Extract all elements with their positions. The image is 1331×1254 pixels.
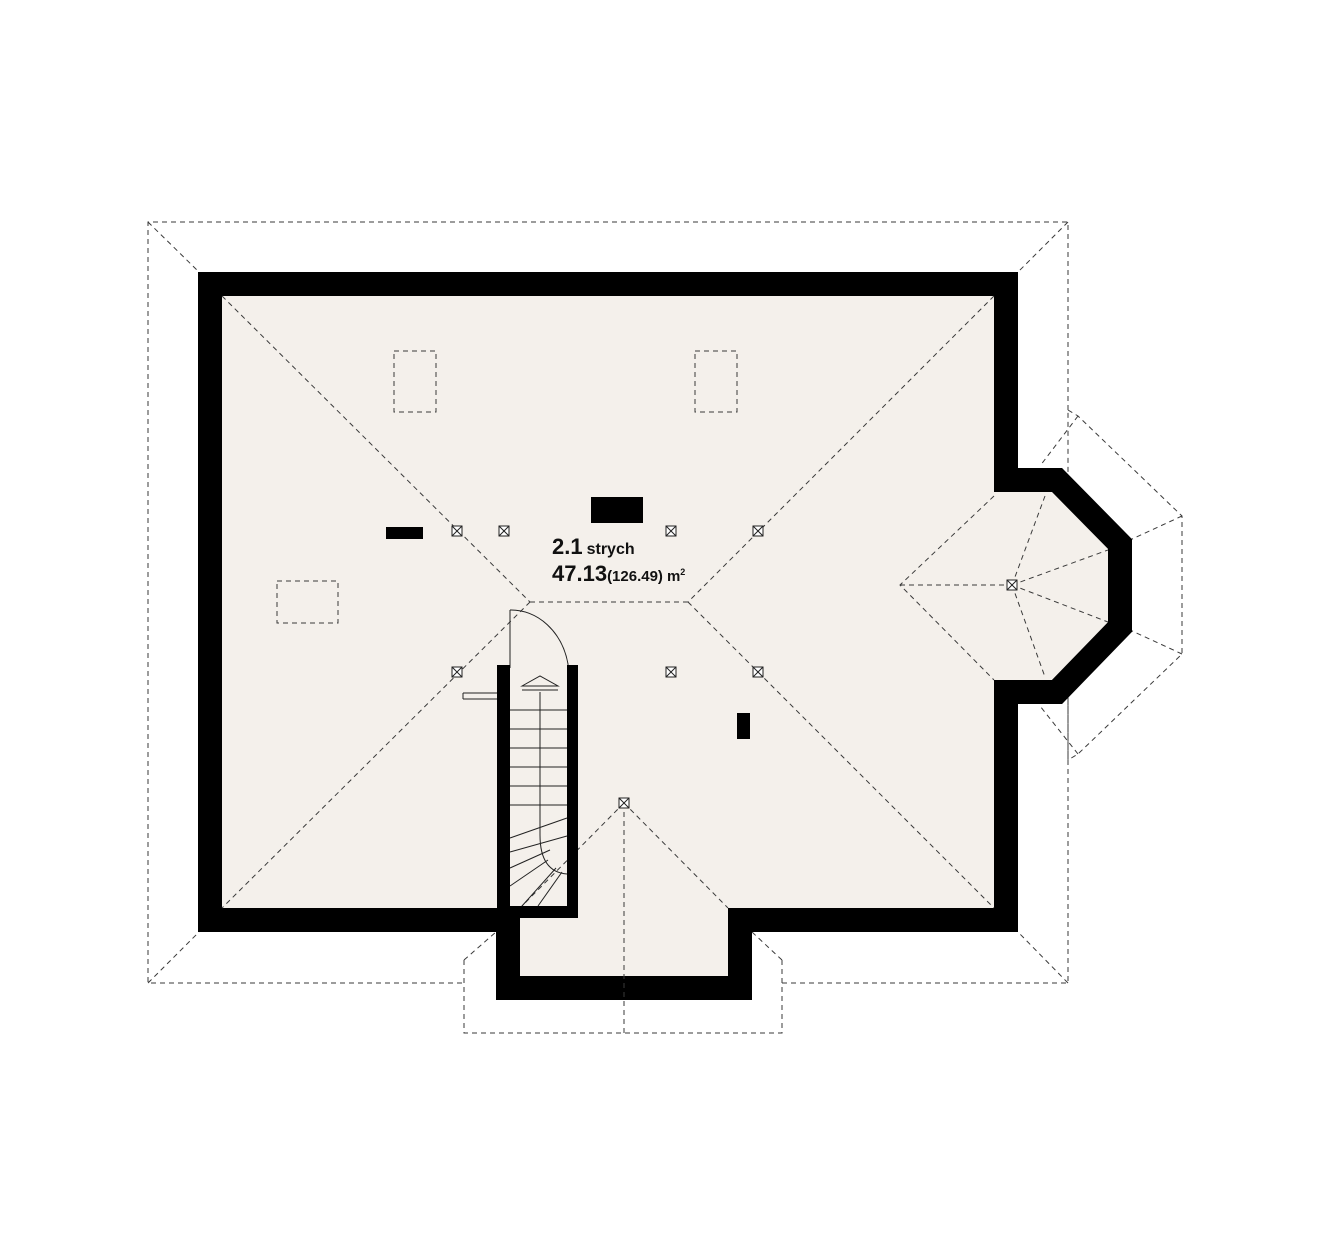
roof-post — [451, 525, 463, 537]
roof-window — [694, 350, 738, 413]
stair-wall — [497, 665, 510, 915]
roof-post — [752, 666, 764, 678]
roof-post — [618, 797, 630, 809]
chimneys — [386, 497, 750, 739]
stair-tread — [509, 849, 551, 869]
roof-ridges — [221, 295, 1109, 1033]
roof-post — [1006, 579, 1018, 591]
room-area-gross: (126.49) — [607, 568, 663, 585]
stair-tread — [521, 867, 557, 907]
room-area: 47.13 — [552, 561, 608, 586]
area-unit: m2 — [666, 567, 686, 585]
vent-duct — [737, 713, 750, 739]
roof-post — [752, 525, 764, 537]
stair-tread — [509, 817, 568, 839]
vent-duct — [386, 527, 423, 539]
chimney — [591, 497, 643, 523]
stair-tread — [509, 859, 549, 887]
roof-window — [276, 580, 339, 624]
room-name: strych — [586, 541, 635, 558]
roof-windows — [276, 350, 738, 624]
roof-posts — [451, 525, 1018, 809]
roof-window — [393, 350, 437, 413]
staircase — [462, 609, 578, 918]
roof-post — [451, 666, 463, 678]
outer-walls — [198, 272, 1132, 1000]
room-number: 2.1 — [552, 534, 583, 559]
stair-wall — [567, 665, 578, 918]
stair-tread — [509, 835, 568, 853]
roof-post — [665, 666, 677, 678]
roof-post — [665, 525, 677, 537]
stair-steps — [509, 709, 568, 907]
roof-post — [498, 525, 510, 537]
stair-wall — [497, 906, 578, 918]
stair-tread — [537, 871, 563, 907]
